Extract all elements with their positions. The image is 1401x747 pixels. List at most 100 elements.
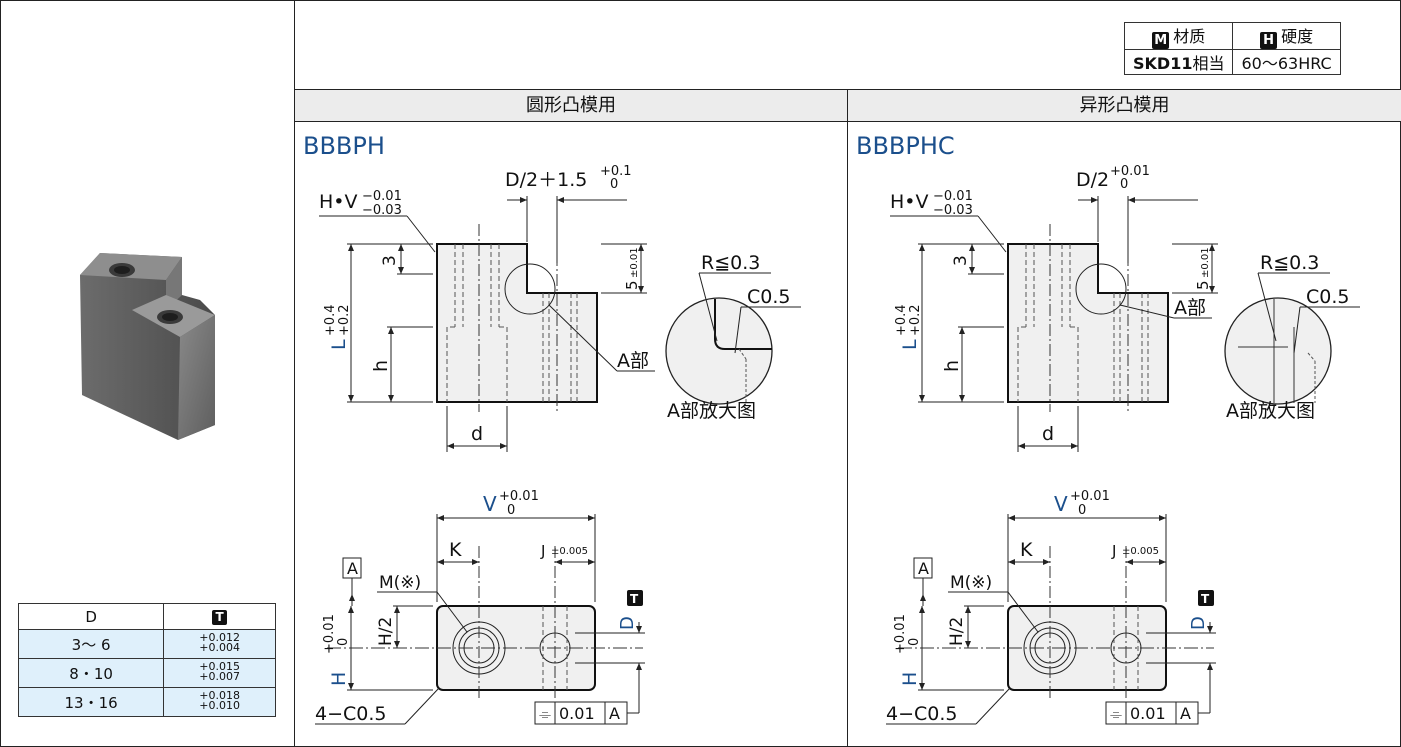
arrowhead	[1071, 443, 1078, 449]
material-suffix: 相当	[1192, 54, 1225, 73]
dimension-line	[548, 304, 618, 372]
dimension-line	[977, 215, 1007, 253]
detail-a-circle	[504, 263, 556, 315]
dim-hv-upper: −0.01	[362, 189, 402, 204]
dim-h: h	[370, 360, 392, 372]
dim-hv-upper: −0.01	[933, 189, 973, 204]
dimension-line	[1307, 352, 1316, 362]
arrowhead	[959, 395, 965, 402]
symmetry-icon: ⌯	[1110, 705, 1122, 723]
label-chamfer: C0.5	[1306, 286, 1349, 308]
section-title-shaped: 异形凸模用	[848, 89, 1401, 122]
dim-h: h	[941, 360, 963, 372]
dim-3: 3	[380, 255, 400, 266]
dim-V-lower: 0	[1078, 503, 1086, 518]
arrowhead	[965, 606, 971, 613]
cell-tol: +0.015+0.007	[163, 658, 276, 688]
arrowhead	[472, 559, 479, 565]
arrowhead	[398, 244, 404, 251]
arrowhead	[557, 197, 564, 203]
label-a-part: A部	[1174, 297, 1206, 319]
d-badge-label: T	[630, 592, 639, 606]
tol-upper: +0.012	[199, 631, 240, 644]
arrowhead	[437, 515, 444, 521]
material-header-label: 材质	[1173, 27, 1206, 46]
arrowhead	[588, 515, 595, 521]
material-badge-icon: M	[1152, 32, 1170, 49]
dim-d-half-upper: +0.01	[1110, 164, 1150, 179]
d-badge-label: T	[1201, 592, 1210, 606]
detail-edge	[714, 299, 772, 350]
label-M: M(※)	[379, 573, 421, 593]
t-badge-icon	[1198, 590, 1214, 606]
dim-d-half-lower: 0	[610, 177, 618, 192]
arrowhead	[638, 286, 644, 293]
arrowhead	[500, 443, 507, 449]
arrowhead	[394, 641, 400, 648]
arrowhead	[1008, 559, 1015, 565]
cell-d: 8・10	[17, 658, 165, 688]
dim-J: J	[540, 542, 545, 560]
dim-L-lower: +0.2	[908, 304, 923, 336]
symmetry-icon: ⌯	[539, 705, 551, 723]
product-column	[0, 0, 295, 747]
detail-a-circle	[1075, 263, 1127, 315]
arrowhead	[520, 197, 527, 203]
hardness-value: 60～63HRC	[1232, 49, 1341, 75]
model-name: BBBPHC	[856, 132, 955, 160]
dim-d-half: D/2＋1.5	[505, 169, 587, 191]
detail-view-circle	[1224, 297, 1332, 405]
cell-tol: +0.018+0.010	[163, 687, 276, 717]
dim-H-upper: +0.01	[322, 614, 337, 654]
t-badge-icon	[627, 590, 643, 606]
dim-L-lower: +0.2	[337, 304, 352, 336]
arrowhead	[638, 244, 644, 251]
tol-upper: +0.015	[199, 660, 240, 673]
dim-H-lower: 0	[336, 638, 351, 646]
arrowhead	[588, 559, 595, 565]
dim-L: L	[899, 339, 921, 350]
dim-D: D	[617, 616, 638, 630]
label-radius: R≦0.3	[701, 252, 760, 274]
dim-K: K	[449, 539, 462, 561]
dim-V: V	[483, 492, 497, 516]
gtol-value: 0.01	[1130, 704, 1166, 723]
dim-5-tol: ±0.01	[1200, 247, 1211, 278]
dimension-line	[1293, 306, 1301, 354]
arrowhead	[920, 594, 926, 601]
arrowhead	[1008, 515, 1015, 521]
arrowhead	[919, 606, 925, 613]
dim-L: L	[328, 339, 350, 350]
dim-D: D	[1188, 616, 1209, 630]
datum-a-label: A	[347, 559, 358, 578]
dimension-line	[734, 306, 742, 354]
arrowhead	[1159, 559, 1166, 565]
arrowhead	[919, 395, 925, 402]
dim-H-half: H/2	[947, 617, 967, 646]
col-d-header: D	[17, 603, 165, 630]
dimension-line	[406, 215, 436, 253]
arrowhead	[348, 683, 354, 690]
arrowhead	[1091, 197, 1098, 203]
detail-caption: A部放大图	[667, 400, 756, 422]
arrowhead	[555, 559, 562, 565]
label-corner-chamfer: 4−C0.5	[886, 703, 958, 725]
dimension-line	[698, 272, 718, 342]
dimension-line	[1007, 591, 1039, 633]
dim-hv: H•V	[890, 191, 929, 213]
arrowhead	[437, 559, 444, 565]
arrowhead	[969, 267, 975, 274]
dim-H: H	[899, 672, 921, 686]
tol-lower: +0.004	[199, 641, 240, 654]
dimension-line	[738, 348, 747, 360]
table-row: 3～ 6 +0.012+0.004	[17, 629, 276, 659]
dimension-line	[975, 687, 1011, 725]
dim-d-half-upper: +0.1	[600, 164, 632, 179]
arrowhead	[1209, 286, 1215, 293]
tol-lower: +0.010	[199, 699, 240, 712]
arrowhead	[1128, 197, 1135, 203]
dim-d-half: D/2	[1076, 169, 1109, 191]
dim-H-half: H/2	[376, 617, 396, 646]
arrowhead	[394, 606, 400, 613]
